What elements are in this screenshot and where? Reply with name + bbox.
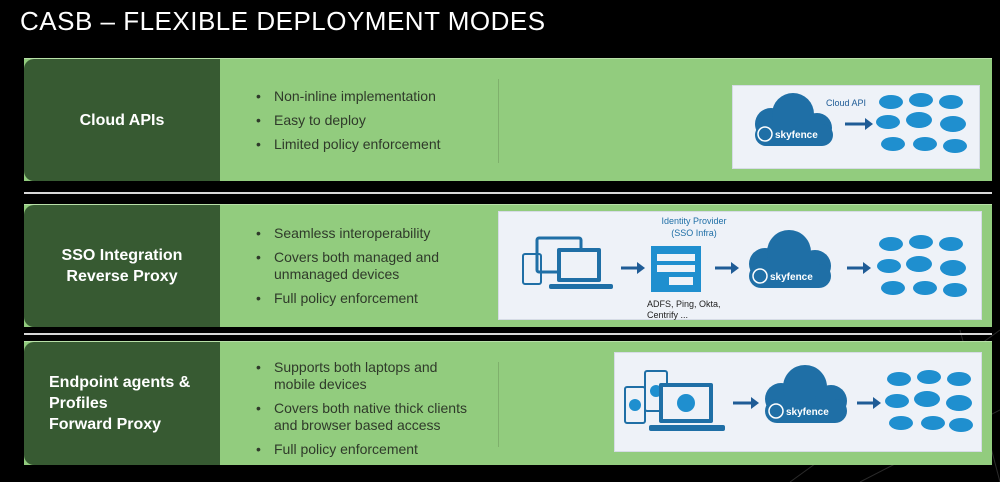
feature-list: Seamless interoperability Covers both ma… [256,225,456,314]
column-separator [498,362,499,447]
row-divider [24,192,992,194]
brand-label: skyfence [786,407,829,418]
skyfence-cloud-icon: skyfence [765,365,847,423]
mode-label: Cloud APIs [24,59,220,181]
page-title: CASB – FLEXIBLE DEPLOYMENT MODES [20,6,546,36]
brand-label: skyfence [775,130,818,141]
feature-item: Easy to deploy [256,112,441,129]
feature-list: Non-inline implementation Easy to deploy… [256,88,441,160]
feature-item: Seamless interoperability [256,225,456,242]
feature-list: Supports both laptops and mobile devices… [256,359,486,465]
cloud-api-diagram: skyfence Cloud API [755,93,967,153]
mode-label-line: Endpoint agents & [49,374,191,391]
devices-icon [522,236,613,289]
mode-label: Endpoint agents & Profiles Forward Proxy [24,342,220,465]
arrow-right-icon [847,262,871,274]
idp-caption: ADFS, Ping, Okta, [647,299,721,309]
arrow-right-icon [733,397,759,409]
diagram-panel: skyfence [614,352,982,452]
arrow-right-icon [621,262,645,274]
endpoint-devices-icon [624,370,725,431]
arrow-right-icon [715,262,739,274]
mode-row-sso-integration: SSO Integration Reverse Proxy Seamless i… [24,204,992,327]
mode-label-line: Forward Proxy [49,416,162,433]
cloud-apps-icon [876,93,967,153]
idp-title: Identity Provider [661,216,726,226]
endpoint-diagram: skyfence [624,365,973,432]
skyfence-cloud-icon: skyfence [755,93,833,146]
sso-diagram: Identity Provider (SSO Infra) ADFS, Ping… [522,216,967,320]
mode-label: SSO Integration Reverse Proxy [24,205,220,327]
arrow-right-icon [845,118,873,130]
feature-item: Full policy enforcement [256,441,486,458]
mode-label-line: SSO Integration [61,247,183,264]
identity-provider-icon [651,246,701,292]
idp-subtitle: (SSO Infra) [671,228,717,238]
mode-label-line: Reverse Proxy [66,268,178,285]
feature-item: Full policy enforcement [256,290,456,307]
brand-label: skyfence [770,272,813,283]
idp-caption: Centrify ... [647,310,688,320]
diagram-panel: skyfence Cloud API [732,85,980,169]
column-separator [498,79,499,163]
mode-row-cloud-apis: Cloud APIs Non-inline implementation Eas… [24,58,992,181]
row-divider [24,333,992,335]
mode-row-endpoint-agents: Endpoint agents & Profiles Forward Proxy… [24,341,992,465]
feature-item: Covers both native thick clients and bro… [256,400,486,434]
cloud-api-label: Cloud API [826,98,866,108]
mode-label-line: Profiles [49,395,108,412]
feature-item: Covers both managed and unmanaged device… [256,249,456,283]
cloud-apps-icon [877,235,967,297]
feature-item: Supports both laptops and mobile devices [256,359,456,393]
arrow-right-icon [857,397,881,409]
skyfence-cloud-icon: skyfence [749,230,831,288]
mode-label-line: Cloud APIs [79,111,165,129]
feature-item: Limited policy enforcement [256,136,441,153]
cloud-apps-icon [885,370,973,432]
diagram-panel: Identity Provider (SSO Infra) ADFS, Ping… [498,211,982,320]
feature-item: Non-inline implementation [256,88,441,105]
